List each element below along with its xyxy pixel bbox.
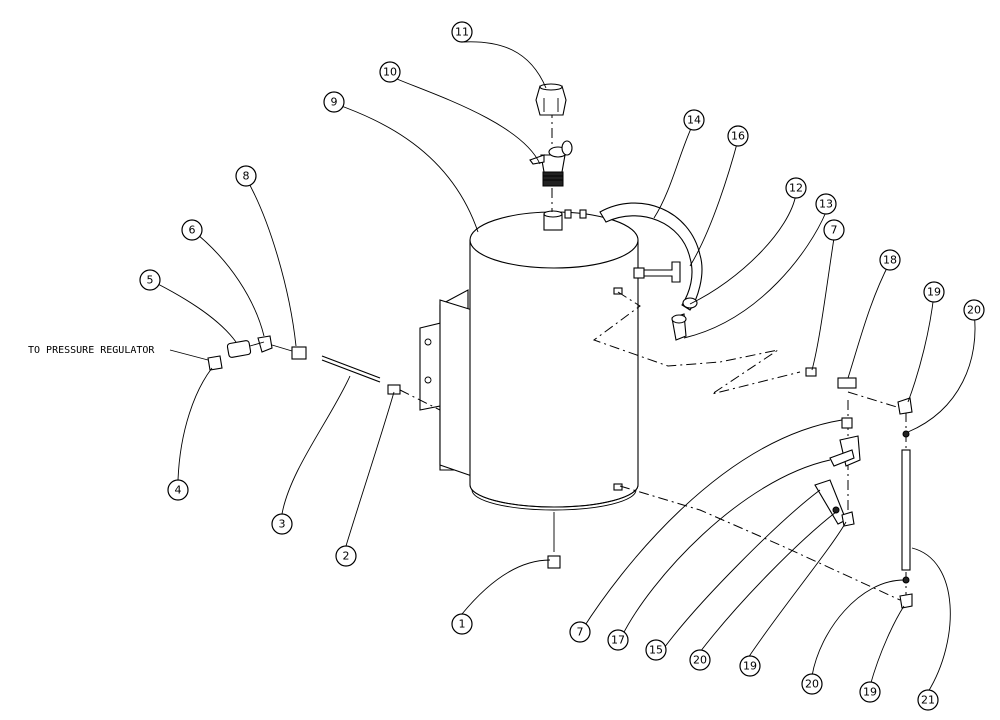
svg-text:20: 20 — [805, 678, 819, 691]
callout-20: 20 — [963, 299, 985, 321]
callout-8: 8 — [235, 165, 257, 187]
svg-text:12: 12 — [789, 182, 803, 195]
callout-13: 13 — [815, 193, 837, 215]
valve-assembly — [529, 83, 573, 212]
svg-text:2: 2 — [343, 550, 350, 563]
tank — [419, 209, 645, 552]
right-fittings — [805, 367, 913, 609]
svg-text:19: 19 — [927, 286, 941, 299]
svg-text:19: 19 — [743, 660, 757, 673]
drain-fitting — [547, 555, 561, 569]
callout-5: 5 — [139, 269, 161, 291]
callout-20: 20 — [801, 673, 823, 695]
svg-text:8: 8 — [243, 170, 250, 183]
svg-text:4: 4 — [175, 484, 182, 497]
callout-1: 1 — [451, 613, 473, 635]
svg-text:6: 6 — [189, 224, 196, 237]
svg-text:5: 5 — [147, 274, 154, 287]
leader-lines — [149, 41, 976, 693]
svg-text:13: 13 — [819, 198, 833, 211]
callout-7: 7 — [823, 219, 845, 241]
callout-16: 16 — [727, 125, 749, 147]
callout-14: 14 — [683, 109, 705, 131]
svg-text:10: 10 — [383, 66, 397, 79]
callout-19: 19 — [923, 281, 945, 303]
svg-text:21: 21 — [921, 694, 935, 707]
svg-text:3: 3 — [279, 518, 286, 531]
callout-19: 19 — [739, 655, 761, 677]
svg-text:14: 14 — [687, 114, 701, 127]
svg-text:9: 9 — [331, 96, 338, 109]
callout-19: 19 — [859, 681, 881, 703]
callout-18: 18 — [879, 249, 901, 271]
hose — [599, 202, 703, 311]
elbow-fittings — [643, 261, 698, 341]
svg-text:20: 20 — [693, 654, 707, 667]
callout-12: 12 — [785, 177, 807, 199]
svg-text:18: 18 — [883, 254, 897, 267]
callout-4: 4 — [167, 479, 189, 501]
callout-3: 3 — [271, 513, 293, 535]
note-leader — [169, 349, 209, 361]
callout-10: 10 — [379, 61, 401, 83]
callout-21: 21 — [917, 689, 939, 711]
svg-text:1: 1 — [459, 618, 466, 631]
svg-text:17: 17 — [611, 634, 625, 647]
svg-text:20: 20 — [967, 304, 981, 317]
callout-6: 6 — [181, 219, 203, 241]
svg-text:7: 7 — [831, 224, 838, 237]
svg-text:15: 15 — [649, 644, 663, 657]
callout-20: 20 — [689, 649, 711, 671]
svg-text:7: 7 — [577, 626, 584, 639]
svg-text:19: 19 — [863, 686, 877, 699]
left-fittings — [207, 335, 441, 411]
note-label: TO PRESSURE REGULATOR — [28, 345, 155, 356]
callout-15: 15 — [645, 639, 667, 661]
callout-11: 11 — [451, 21, 473, 43]
callout-7: 7 — [569, 621, 591, 643]
callout-2: 2 — [335, 545, 357, 567]
callout-17: 17 — [607, 629, 629, 651]
svg-text:16: 16 — [731, 130, 745, 143]
callout-9: 9 — [323, 91, 345, 113]
svg-text:11: 11 — [455, 26, 469, 39]
